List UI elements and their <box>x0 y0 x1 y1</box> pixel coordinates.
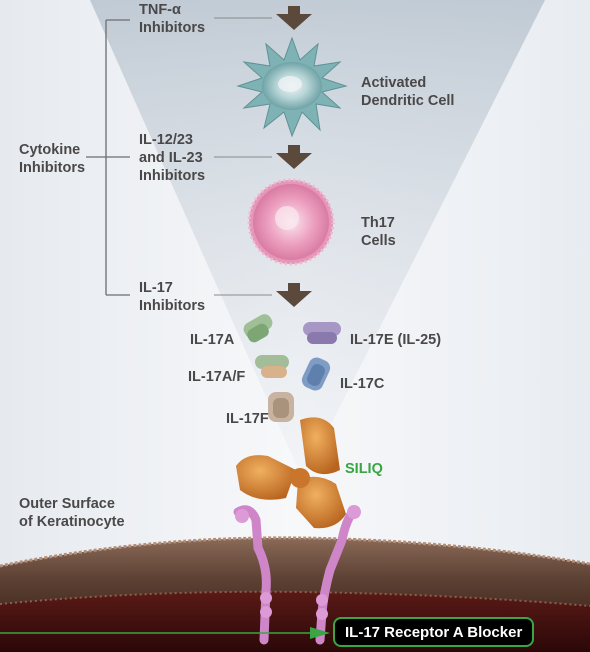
th17-cells-label: Th17 Cells <box>361 215 396 249</box>
arrow-down-icon <box>276 283 312 307</box>
il17e-label: IL-17E (IL-25) <box>350 332 442 348</box>
receptor-blocker-callout: IL-17 Receptor A Blocker <box>333 617 535 647</box>
siliq-antibody-icon <box>236 417 346 529</box>
il17c-label: IL-17C <box>340 376 385 392</box>
il17f-molecule-icon <box>268 392 294 422</box>
arrow-down-icon <box>276 145 312 169</box>
tnf-inhibitors-label: TNF-α Inhibitors <box>139 2 206 36</box>
siliq-label: SILIQ <box>345 461 383 477</box>
il17af-molecule-icon <box>255 355 289 378</box>
il17e-molecule-icon <box>303 322 341 344</box>
leader-lines <box>214 17 272 296</box>
outer-surface-label: Outer Surface of Keratinocyte <box>19 496 125 530</box>
il17a-label: IL-17A <box>190 332 235 348</box>
il17c-molecule-icon <box>301 357 331 391</box>
il17-receptor-icon <box>315 505 361 645</box>
il1223-inhibitors-label: IL-12/23 and IL-23 Inhibitors <box>139 132 206 184</box>
receptor-blocker-label: IL-17 Receptor A Blocker <box>345 623 523 641</box>
il17-receptor-icon <box>233 505 272 645</box>
il17f-label: IL-17F <box>226 411 269 427</box>
il17af-label: IL-17A/F <box>188 369 246 385</box>
dendritic-cell-label: Activated Dendritic Cell <box>361 75 455 109</box>
blocker-pointer <box>0 627 330 639</box>
cytokine-bracket <box>86 19 130 296</box>
arrow-down-icon <box>276 6 312 30</box>
th17-cell-icon <box>247 178 335 266</box>
il17-inhibitors-label: IL-17 Inhibitors <box>139 280 206 314</box>
dendritic-cell-icon <box>236 36 348 138</box>
il17a-molecule-icon <box>243 314 273 343</box>
cytokine-inhibitors-label: Cytokine Inhibitors <box>19 142 86 176</box>
